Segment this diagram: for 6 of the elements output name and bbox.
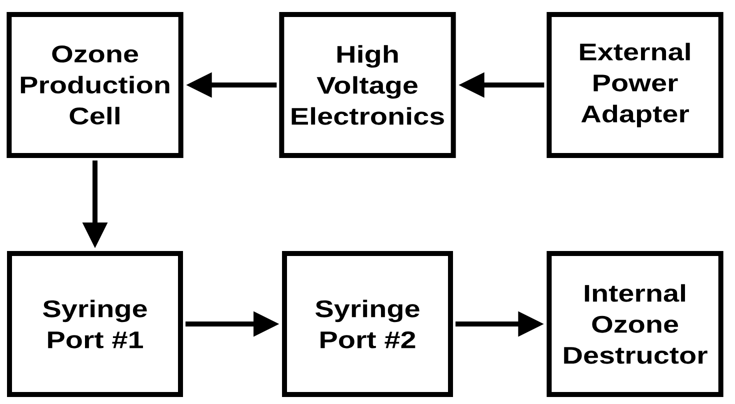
process-box: Syringe Port #1 xyxy=(7,251,183,397)
process-box: External Power Adapter xyxy=(546,12,724,158)
process-box: High Voltage Electronics xyxy=(279,12,456,158)
process-box: Syringe Port #2 xyxy=(282,251,453,397)
process-box: Ozone Production Cell xyxy=(6,12,184,158)
process-box: Internal Ozone Destructor xyxy=(546,251,724,397)
